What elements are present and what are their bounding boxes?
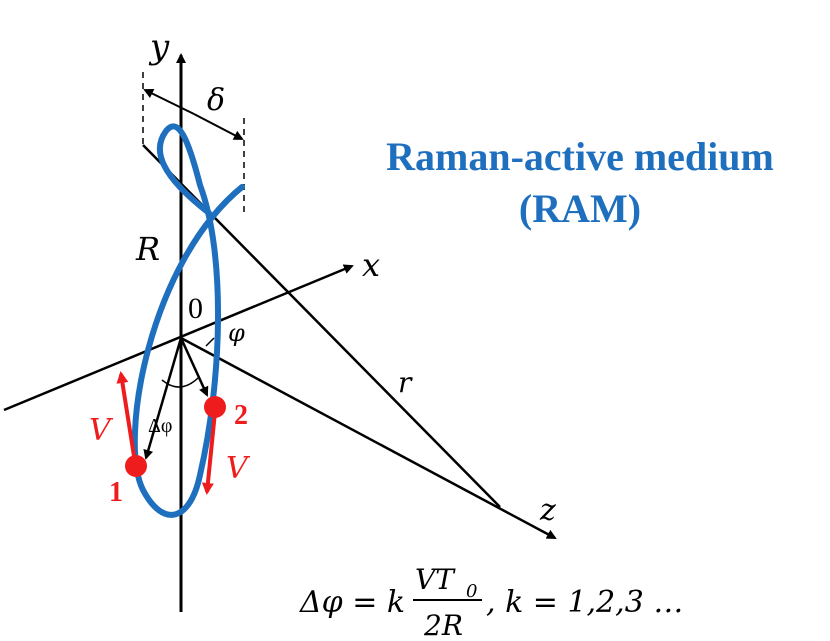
- radius-label: R: [135, 230, 160, 268]
- particle-2-dot: [204, 396, 226, 418]
- particle-2-label: 2: [234, 400, 248, 431]
- formula-rhs: , k = 1,2,3 …: [486, 585, 683, 620]
- formula-lhs: Δφ = k: [299, 585, 405, 620]
- delta-label: δ: [207, 83, 225, 118]
- delta-phi-label: Δφ: [148, 415, 172, 437]
- velocity-label-2: V: [226, 451, 251, 486]
- formula-numerator: VT: [415, 563, 456, 596]
- z-axis-line: [180, 336, 557, 540]
- vector-to-particle-2: [179, 337, 209, 397]
- particle-1-label: 1: [109, 477, 123, 508]
- formula-numerator-sub: 0: [466, 581, 477, 602]
- velocity-arrow-2: [201, 411, 217, 495]
- delta-phi-arc: [161, 377, 199, 388]
- origin-label: 0: [188, 292, 203, 325]
- velocity-arrow-1: [116, 371, 136, 457]
- vector-to-particle-1: [143, 337, 183, 460]
- velocity-label-1: V: [89, 413, 114, 448]
- delta-arrow-right: [193, 113, 244, 140]
- y-axis-label: y: [148, 27, 170, 67]
- x-axis-label: x: [362, 246, 380, 284]
- formula-denominator: 2R: [423, 609, 463, 641]
- z-axis-label: z: [539, 493, 556, 528]
- delta-arrow-left: [143, 89, 195, 115]
- title-line-2: (RAM): [519, 186, 641, 231]
- particle-1-dot: [125, 455, 147, 477]
- phi-label: φ: [228, 319, 245, 347]
- distance-label: r: [398, 366, 413, 399]
- phase-formula: Δφ = k VT 0 2R , k = 1,2,3 …: [299, 563, 683, 641]
- x-axis-line: [3, 264, 354, 412]
- title-line-1: Raman-active medium: [386, 134, 774, 179]
- phi-arc: [205, 337, 215, 347]
